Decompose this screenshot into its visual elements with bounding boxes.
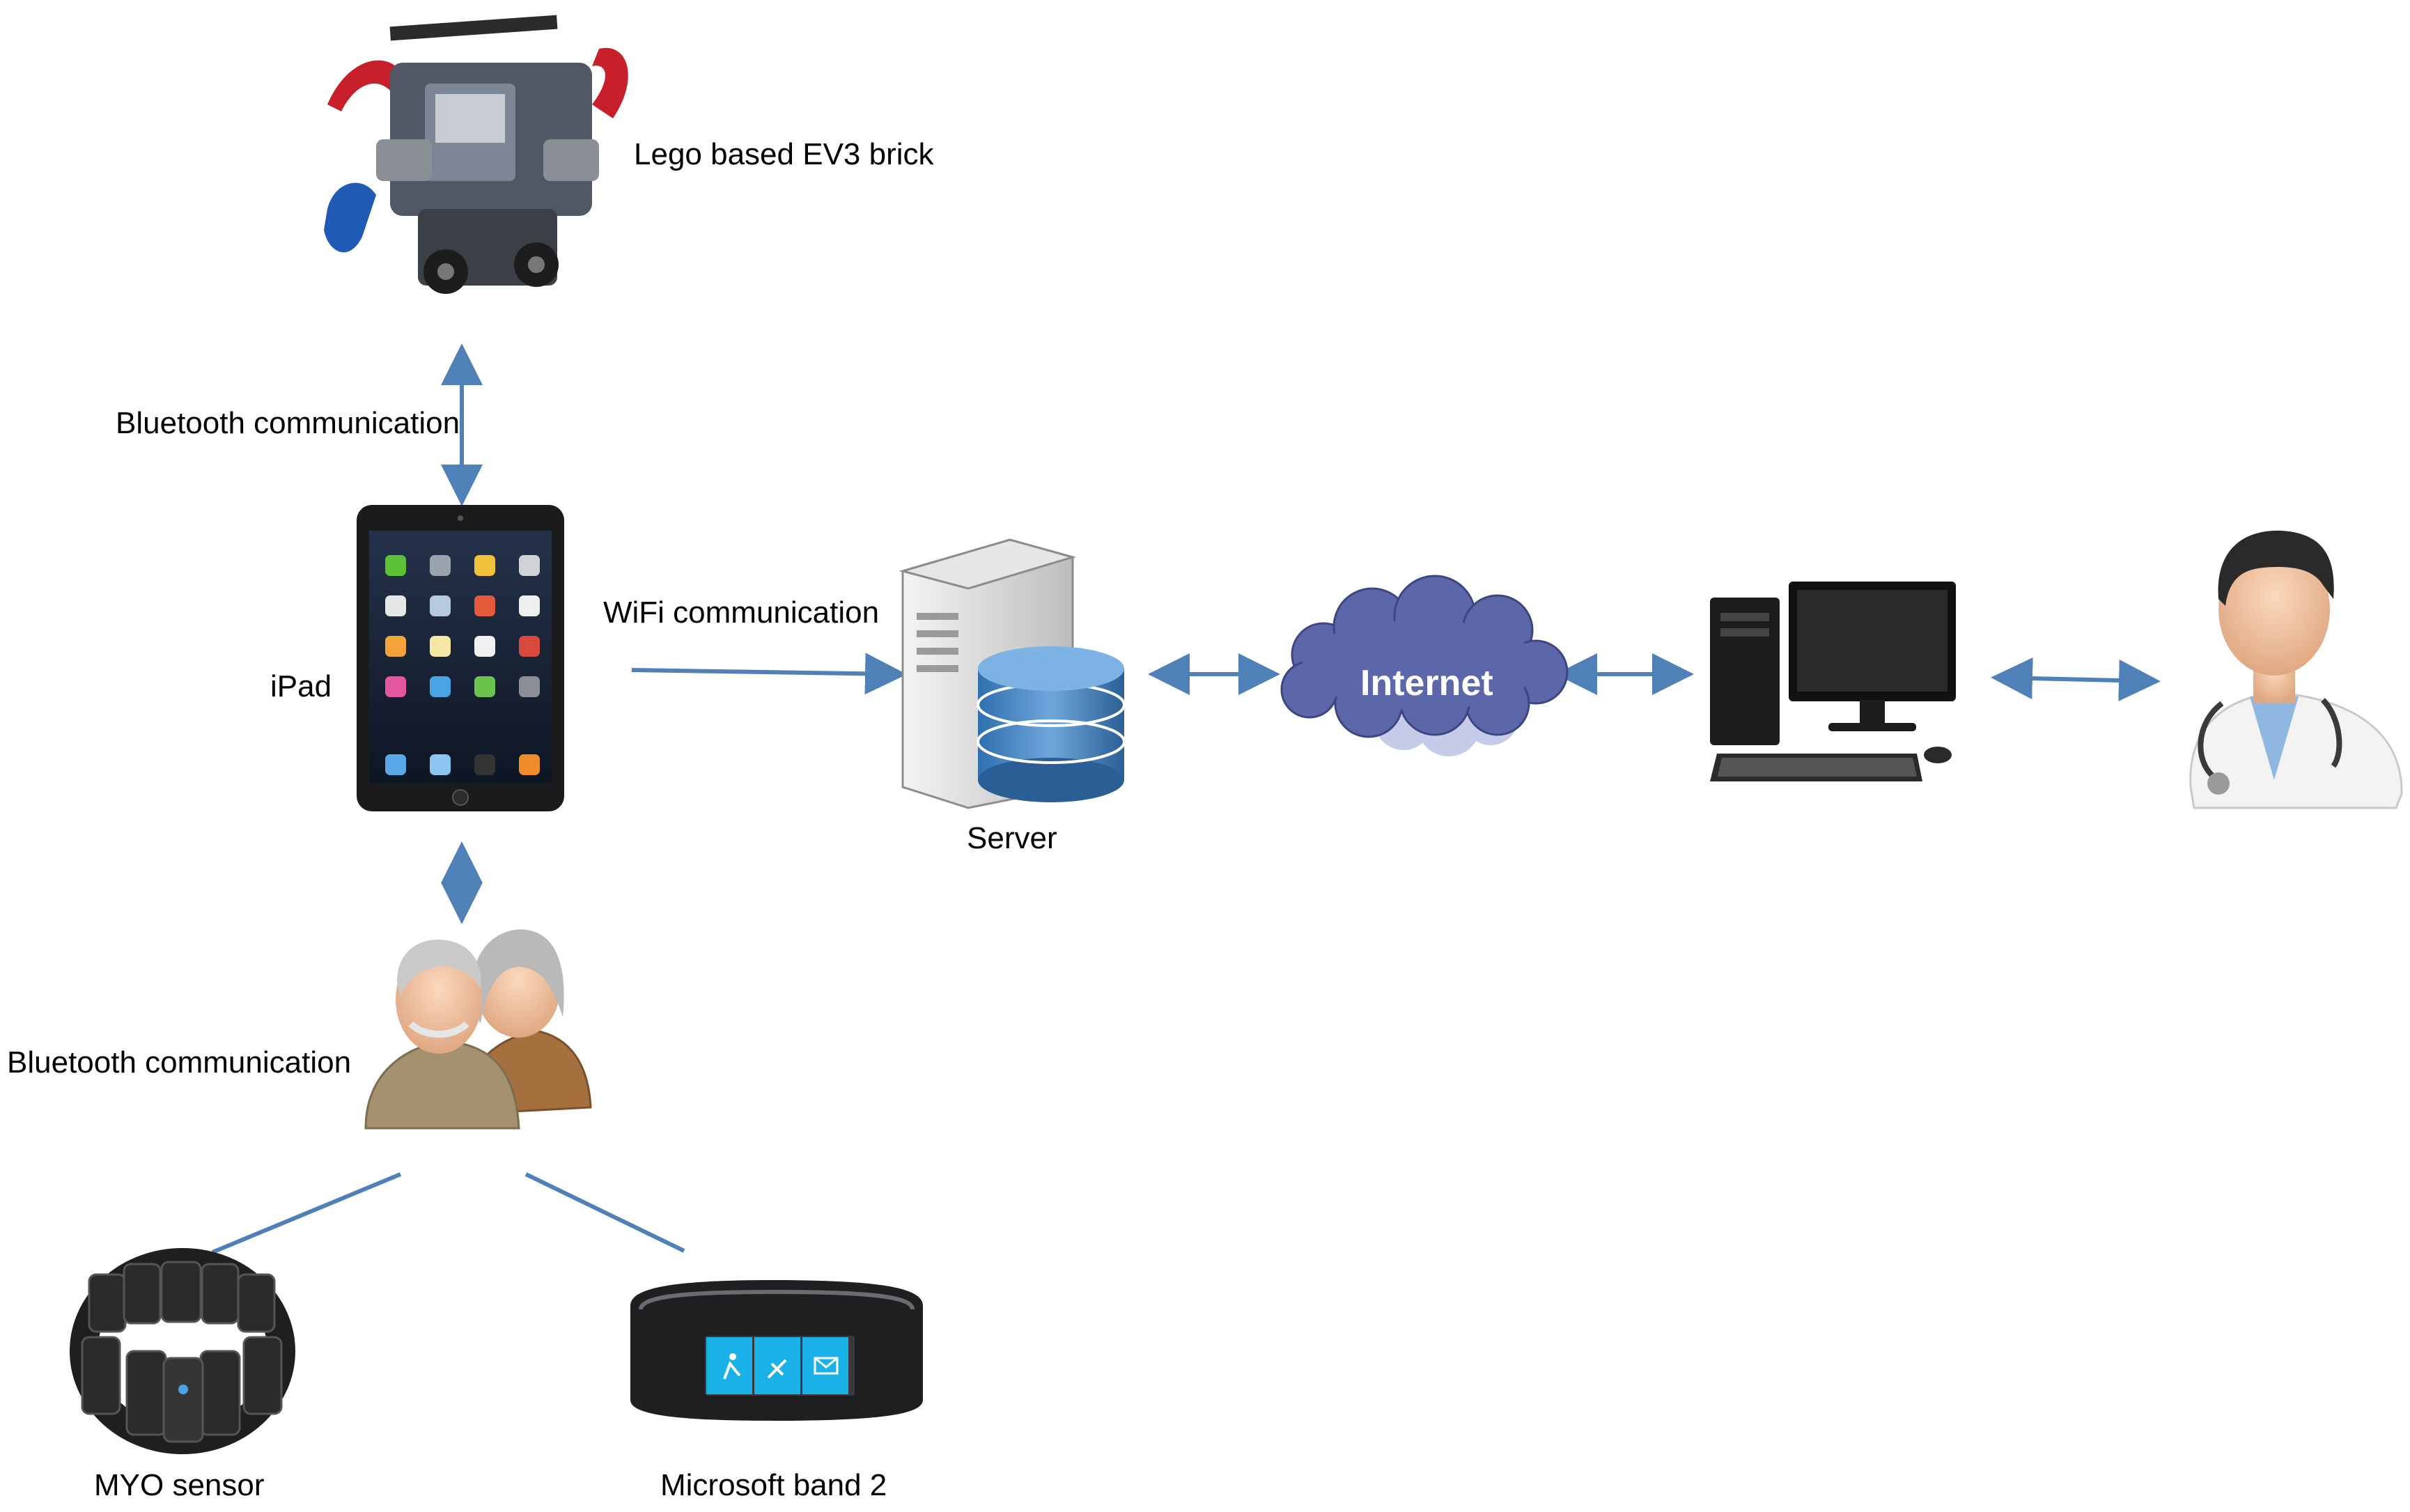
ev3-robot-image [324,15,628,294]
user-myo-line [211,1172,402,1254]
myo-armband-image [70,1248,295,1454]
server-image [899,538,1126,809]
ev3-label: Lego based EV3 brick [634,137,935,171]
band-label: Microsoft band 2 [660,1468,887,1502]
elderly-users-icon [364,929,592,1130]
ipad-label: iPad [270,669,332,703]
bluetooth-top-label: Bluetooth communication [116,406,460,440]
microsoft-band-image [630,1280,923,1421]
myo-label: MYO sensor [94,1468,265,1502]
desktop-computer-image [1710,582,1956,781]
wifi-label: WiFi communication [603,595,879,630]
internet-cloud-icon [1280,575,1569,756]
wifi-arrow [631,653,907,695]
satellite-icon [754,1337,800,1394]
server-label: Server [967,821,1057,855]
bluetooth-bottom-label: Bluetooth communication [7,1045,351,1080]
doctor-icon [2189,530,2403,809]
user-band-line [524,1172,685,1253]
ipad-image [357,505,564,811]
internet-label: Internet [1360,663,1493,703]
pc-doctor-arrow [1991,657,2161,701]
